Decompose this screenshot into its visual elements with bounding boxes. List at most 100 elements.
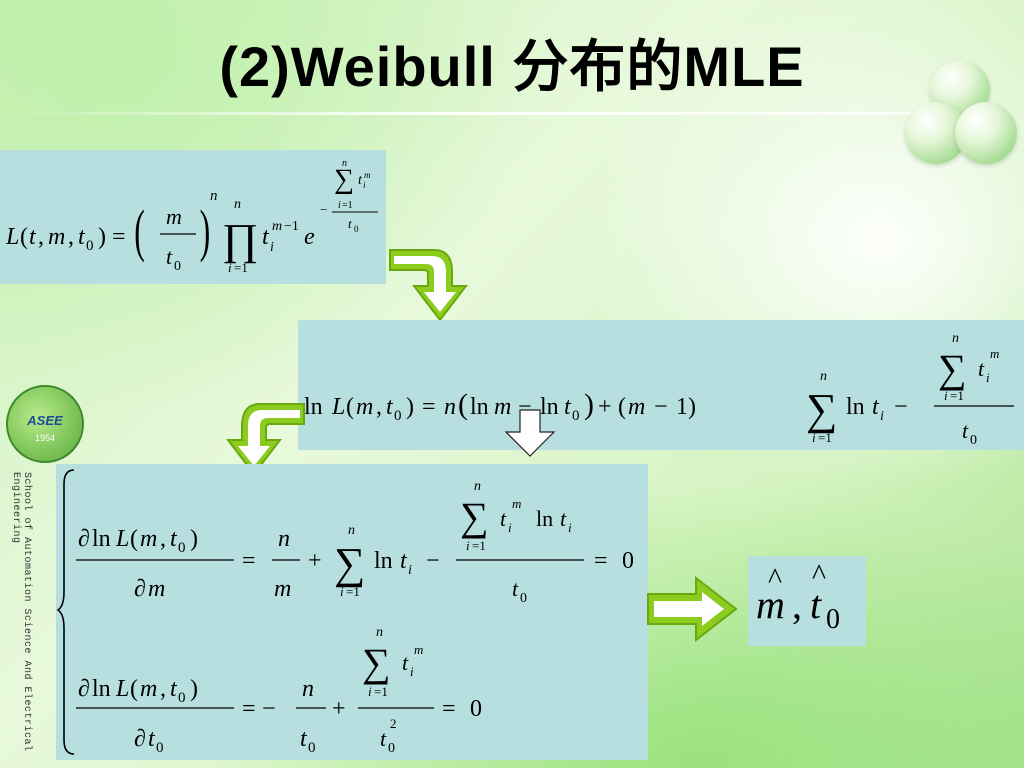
- svg-text:=: =: [422, 394, 436, 420]
- svg-text:^: ^: [812, 558, 826, 591]
- svg-text:,: ,: [38, 224, 44, 250]
- svg-text:m: m: [166, 204, 182, 229]
- svg-text:ln: ln: [846, 394, 865, 420]
- svg-text:=1: =1: [374, 684, 388, 699]
- svg-text:ln: ln: [374, 548, 393, 574]
- log-likelihood-formula: ln L ( m , t 0 ) = n ( ln m − ln t 0 ) +…: [304, 331, 1014, 448]
- svg-text:^: ^: [768, 562, 782, 595]
- svg-text:∑: ∑: [334, 164, 354, 195]
- svg-text:+: +: [308, 548, 322, 574]
- svg-text:m: m: [756, 582, 785, 627]
- svg-text:+: +: [332, 696, 346, 722]
- svg-text:ln: ln: [304, 394, 323, 420]
- svg-text:=1: =1: [818, 430, 832, 445]
- svg-text:0: 0: [354, 224, 359, 234]
- svg-text:n: n: [820, 369, 827, 384]
- svg-text:=1: =1: [346, 584, 360, 599]
- svg-text:t: t: [402, 650, 409, 675]
- svg-text:i: i: [228, 260, 232, 275]
- svg-text:=: =: [242, 548, 256, 574]
- svg-text:i: i: [410, 664, 414, 679]
- svg-text:m: m: [364, 170, 371, 180]
- svg-text:−: −: [654, 394, 668, 420]
- svg-text:m: m: [414, 642, 423, 657]
- school-name-vertical: School of Automation Science And Electri…: [10, 472, 32, 752]
- svg-text:t: t: [358, 173, 363, 188]
- svg-text:(: (: [134, 199, 145, 263]
- curved-arrow-down-right-icon: [389, 249, 469, 322]
- svg-text:(: (: [346, 394, 354, 420]
- svg-text:=: =: [242, 696, 256, 722]
- svg-text:1): 1): [676, 394, 696, 420]
- score-equations-box: ∂ ln L ( m , t 0 ) ∂ m = n m + n ∑ i =1 …: [56, 464, 648, 760]
- svg-text:i: i: [508, 520, 512, 535]
- svg-text:t: t: [810, 582, 822, 627]
- svg-text:2: 2: [390, 716, 397, 731]
- svg-text:,: ,: [68, 224, 74, 250]
- svg-text:0: 0: [178, 690, 186, 706]
- svg-text:0: 0: [826, 604, 840, 635]
- svg-text:t: t: [166, 244, 173, 269]
- svg-text:m: m: [494, 394, 511, 420]
- svg-text:0: 0: [622, 548, 634, 574]
- svg-text:m: m: [356, 394, 373, 420]
- svg-text:t: t: [400, 548, 408, 574]
- svg-text:∂: ∂: [134, 576, 146, 602]
- svg-text:t: t: [348, 216, 352, 231]
- svg-text:ln: ln: [470, 394, 489, 420]
- svg-text:(: (: [20, 224, 28, 250]
- svg-text:i: i: [944, 388, 948, 403]
- estimators-result-box: m ^ , t ^ 0: [748, 556, 866, 646]
- svg-text:): ): [190, 526, 198, 552]
- svg-text:0: 0: [394, 408, 402, 424]
- likelihood-formula: L ( t , m , t 0 ) = ( m t 0 ) n n ∏ i =1…: [5, 158, 378, 275]
- svg-text:m: m: [140, 526, 157, 552]
- svg-text:−: −: [894, 394, 908, 420]
- svg-text:m: m: [48, 224, 65, 250]
- svg-text:n: n: [302, 676, 314, 702]
- svg-text:i: i: [338, 200, 341, 211]
- svg-text:t: t: [78, 224, 86, 250]
- svg-text:(: (: [130, 676, 138, 702]
- svg-text:=: =: [442, 696, 456, 722]
- curved-arrow-down-left-icon: [225, 403, 305, 476]
- svg-text:t: t: [872, 394, 880, 420]
- svg-text:0: 0: [308, 740, 316, 756]
- svg-text:): ): [584, 388, 594, 421]
- svg-text:t: t: [148, 726, 156, 752]
- svg-text:t: t: [512, 576, 519, 601]
- svg-text:i: i: [880, 409, 884, 424]
- svg-text:=1: =1: [342, 200, 353, 211]
- svg-text:0: 0: [174, 259, 181, 274]
- svg-text:∏: ∏: [222, 215, 258, 264]
- right-arrow-icon: [647, 575, 738, 643]
- svg-text:): ): [406, 394, 414, 420]
- svg-text:i: i: [270, 240, 274, 255]
- slide-title: (2)Weibull 分布的MLE: [219, 35, 805, 98]
- svg-text:t: t: [978, 356, 985, 381]
- svg-text:=: =: [112, 224, 126, 250]
- svg-text:,: ,: [160, 676, 166, 702]
- svg-text:n: n: [376, 625, 383, 640]
- log-likelihood-formula-box: ln L ( m , t 0 ) = n ( ln m − ln t 0 ) +…: [298, 320, 1024, 450]
- svg-text:−: −: [262, 696, 276, 722]
- svg-text:t: t: [170, 526, 178, 552]
- svg-text:n: n: [348, 523, 355, 538]
- svg-text:t: t: [262, 224, 270, 250]
- svg-text:0: 0: [470, 696, 482, 722]
- svg-text:): ): [98, 224, 106, 250]
- svg-text:+: +: [598, 394, 612, 420]
- svg-text:(: (: [618, 394, 626, 420]
- svg-text:t: t: [962, 418, 969, 443]
- svg-text:n: n: [474, 479, 481, 494]
- svg-text:n: n: [210, 188, 218, 204]
- title-underline: [0, 112, 920, 115]
- svg-text:−1: −1: [284, 219, 299, 234]
- svg-text:∑: ∑: [938, 346, 967, 391]
- svg-text:i: i: [368, 684, 372, 699]
- svg-text:n: n: [278, 526, 290, 552]
- svg-text:,: ,: [376, 394, 382, 420]
- svg-text:L: L: [115, 676, 129, 702]
- svg-text:,: ,: [160, 526, 166, 552]
- svg-text:i: i: [363, 180, 366, 190]
